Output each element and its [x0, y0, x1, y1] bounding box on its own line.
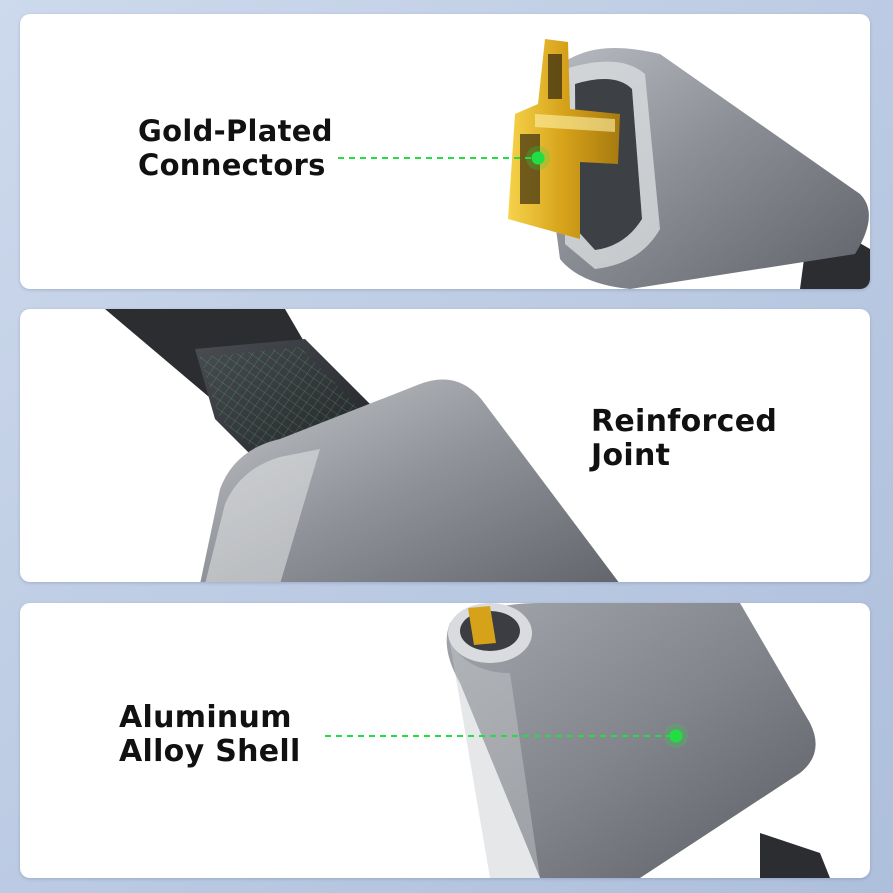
- micro-b-connector-closeup-image: [338, 39, 870, 289]
- reinforced-joint-closeup-image: [105, 309, 619, 582]
- feature-label-aluminum-alloy-shell: Aluminum Alloy Shell: [119, 700, 301, 769]
- aluminum-shell-closeup-image: [325, 603, 830, 878]
- gold-connector-graphic: [508, 39, 620, 239]
- feature-label-reinforced-joint: Reinforced Joint: [591, 404, 778, 473]
- panel-reinforced-joint: Reinforced Joint: [20, 309, 870, 582]
- feature-label-gold-plated-connectors: Gold-Plated Connectors: [138, 114, 333, 182]
- panel-gold-plated-connectors: Gold-Plated Connectors: [20, 14, 870, 289]
- panel-aluminum-alloy-shell: Aluminum Alloy Shell: [20, 603, 870, 878]
